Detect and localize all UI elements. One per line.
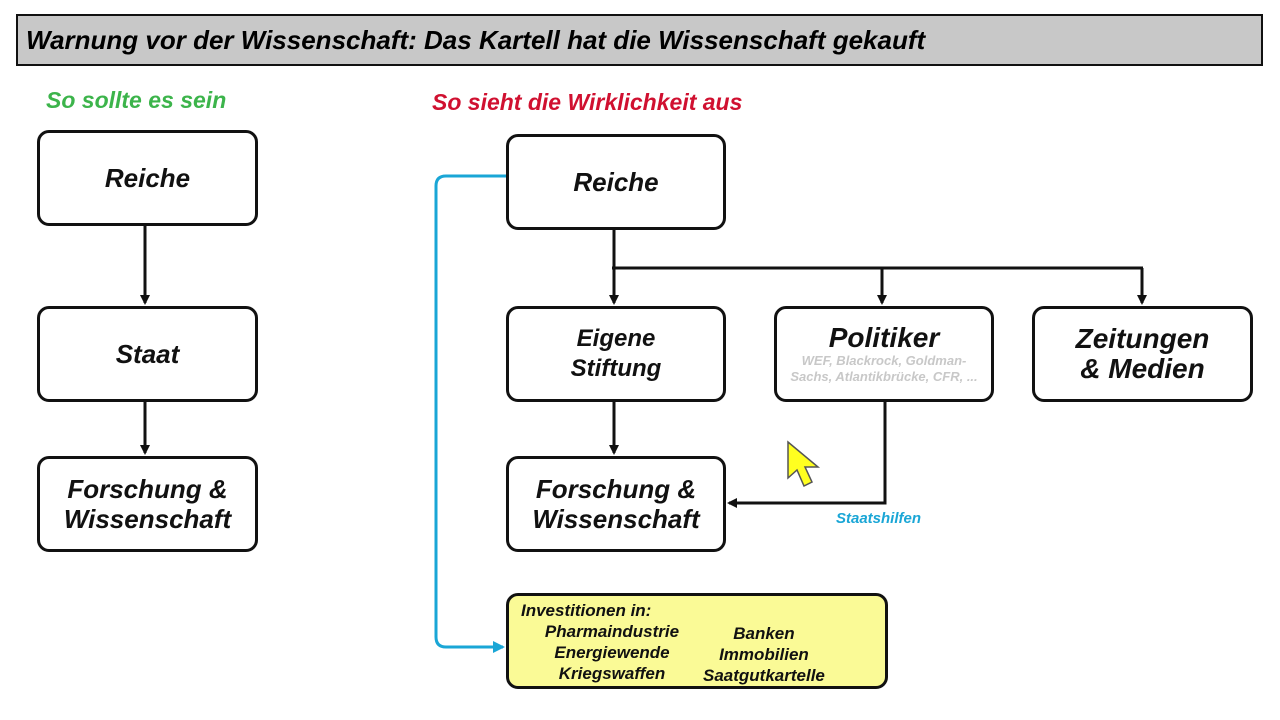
right-box-forschung: Forschung & Wissenschaft bbox=[506, 456, 726, 552]
invest-item: Banken bbox=[733, 624, 795, 643]
left-box-reiche: Reiche bbox=[37, 130, 258, 226]
investitionen-box: Investitionen in: Pharmaindustrie Energi… bbox=[506, 593, 888, 689]
invest-item: Kriegswaffen bbox=[558, 664, 666, 683]
left-heading: So sollte es sein bbox=[46, 87, 227, 113]
investitionen-title: Investitionen in: bbox=[521, 601, 652, 620]
invest-item: Energiewende bbox=[554, 643, 670, 662]
invest-item: Pharmaindustrie bbox=[544, 622, 680, 641]
box-zeitungen-medien: Zeitungen & Medien bbox=[1032, 306, 1253, 402]
right-box-reiche: Reiche bbox=[506, 134, 726, 230]
right-heading: So sieht die Wirklichkeit aus bbox=[432, 89, 743, 115]
politiker-label: Politiker bbox=[828, 322, 940, 353]
page-title: Warnung vor der Wissenschaft: Das Kartel… bbox=[16, 14, 1263, 66]
box-politiker: Politiker WEF, Blackrock, Goldman-Sachs,… bbox=[774, 306, 994, 402]
left-box-staat: Staat bbox=[37, 306, 258, 402]
left-box-forschung: Forschung & Wissenschaft bbox=[37, 456, 258, 552]
box-eigene-stiftung: Eigene Stiftung bbox=[506, 306, 726, 402]
invest-item: Saatgutkartelle bbox=[703, 666, 825, 685]
mouse-cursor-icon bbox=[787, 440, 821, 488]
invest-item: Immobilien bbox=[719, 645, 809, 664]
politiker-subtext: WEF, Blackrock, Goldman-Sachs, Atlantikb… bbox=[790, 353, 978, 384]
staatshilfen-label: Staatshilfen bbox=[836, 510, 922, 527]
